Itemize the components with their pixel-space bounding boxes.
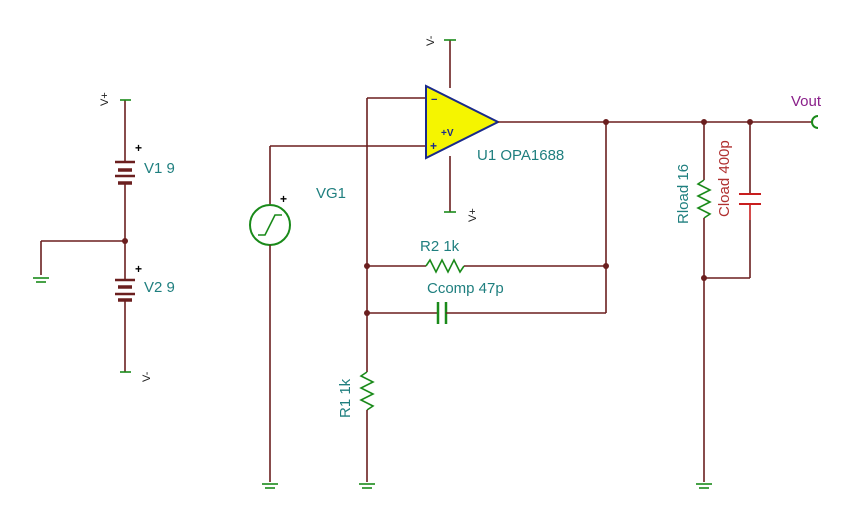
vg1-plus-sign: + bbox=[280, 192, 287, 206]
vg1-label: VG1 bbox=[316, 185, 346, 202]
ground-symbol-battery bbox=[33, 277, 49, 283]
junction-dot-r2-right bbox=[603, 263, 609, 269]
capacitor-cload[interactable] bbox=[739, 193, 761, 220]
capacitor-ccomp[interactable] bbox=[436, 302, 448, 324]
resistor-r2[interactable] bbox=[425, 258, 465, 274]
signal-generator-vg1[interactable] bbox=[249, 204, 291, 246]
junction-dot-ccomp bbox=[364, 310, 370, 316]
ground-symbol-vg1 bbox=[262, 483, 278, 489]
rload-label: Rload 16 bbox=[675, 164, 692, 224]
opamp-vminus-label: V- bbox=[425, 35, 437, 46]
r1-label: R1 1k bbox=[337, 378, 354, 418]
opamp-vplus-label: V+ bbox=[467, 208, 479, 222]
ground-symbol-load bbox=[696, 483, 712, 489]
vplus-rail-label: V+ bbox=[99, 92, 111, 106]
resistor-r1[interactable] bbox=[359, 371, 375, 411]
v1-plus-sign: + bbox=[135, 141, 142, 155]
resistor-rload[interactable] bbox=[696, 179, 712, 219]
battery-v2[interactable] bbox=[115, 241, 135, 372]
opamp-supply-label: +V bbox=[441, 128, 454, 139]
vout-label: Vout bbox=[791, 93, 822, 110]
v1-label: V1 9 bbox=[144, 160, 175, 177]
opamp-minus-sign: − bbox=[431, 94, 437, 106]
junction-dot-r2-left bbox=[364, 263, 370, 269]
vminus-rail-label: V- bbox=[141, 371, 153, 382]
ground-symbol-r1 bbox=[359, 483, 375, 489]
cload-label: Cload 400p bbox=[716, 140, 733, 217]
ccomp-label: Ccomp 47p bbox=[427, 280, 504, 297]
opamp-plus-sign: + bbox=[430, 139, 437, 153]
v2-plus-sign: + bbox=[135, 262, 142, 276]
vout-terminal[interactable] bbox=[811, 115, 819, 129]
r2-label: R2 1k bbox=[420, 238, 460, 255]
battery-v1[interactable] bbox=[115, 100, 135, 241]
v2-label: V2 9 bbox=[144, 279, 175, 296]
u1-label: U1 OPA1688 bbox=[477, 147, 564, 164]
opamp-u1[interactable] bbox=[425, 84, 501, 160]
